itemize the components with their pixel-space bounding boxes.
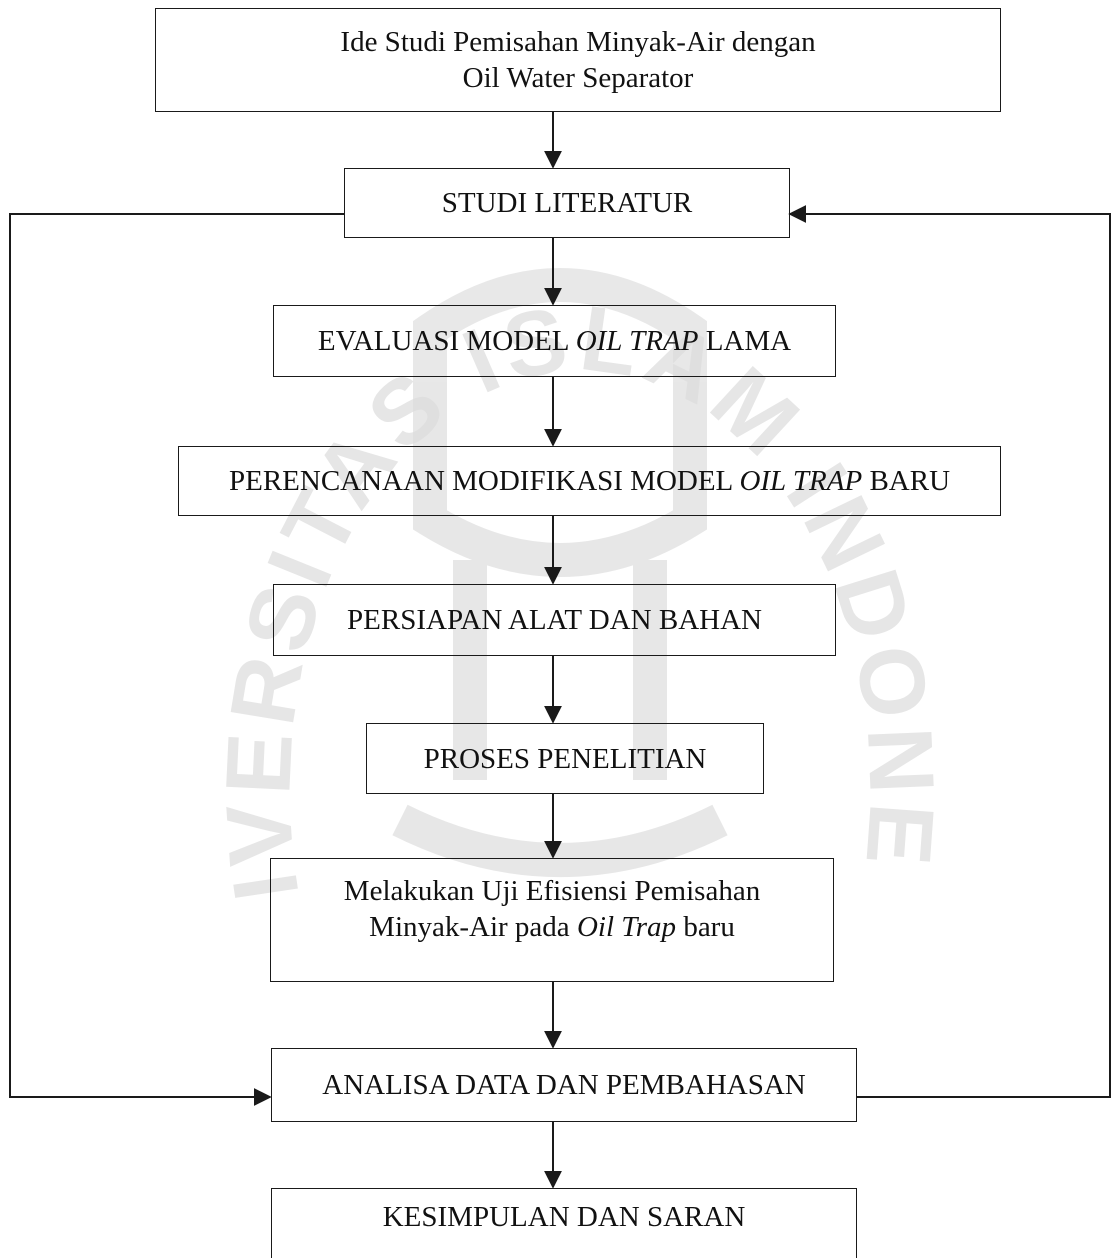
node-evaluasi-model-text: EVALUASI MODEL OIL TRAP LAMA [318, 323, 791, 359]
text-run: PERENCANAAN MODIFIKASI MODEL [228, 465, 740, 497]
node-uji-line: Melakukan Uji Efisiensi Pemisahan [344, 873, 760, 909]
node-ide-line: Oil Water Separator [340, 60, 815, 96]
node-studi-literatur-text: STUDI LITERATUR [442, 185, 693, 221]
text-run: EVALUASI MODEL [317, 325, 576, 357]
italic-term: OIL TRAP [575, 325, 699, 357]
text-run: LAMA [698, 325, 792, 357]
text-run: Melakukan Uji Efisiensi Pemisahan [343, 875, 761, 907]
node-perencanaan-modifikasi: PERENCANAAN MODIFIKASI MODEL OIL TRAP BA… [178, 446, 1001, 516]
node-uji-line: Minyak-Air pada Oil Trap baru [344, 909, 760, 945]
text-run: BARU [862, 465, 951, 497]
text-run: ANALISA DATA DAN PEMBAHASAN [322, 1069, 806, 1101]
node-perencanaan-modifikasi-text: PERENCANAAN MODIFIKASI MODEL OIL TRAP BA… [229, 463, 950, 499]
text-run: STUDI LITERATUR [441, 187, 693, 219]
node-perencanaan-line: PERENCANAAN MODIFIKASI MODEL OIL TRAP BA… [229, 463, 950, 499]
node-proses-line: PROSES PENELITIAN [424, 741, 707, 777]
node-evaluasi-line: EVALUASI MODEL OIL TRAP LAMA [318, 323, 791, 359]
node-analisa-line: ANALISA DATA DAN PEMBAHASAN [322, 1067, 805, 1103]
node-kesimpulan-saran: KESIMPULAN DAN SARAN [271, 1188, 857, 1258]
text-run: PROSES PENELITIAN [423, 742, 707, 775]
node-ide-line: Ide Studi Pemisahan Minyak-Air dengan [340, 24, 815, 60]
text-run: PERSIAPAN ALAT DAN BAHAN [347, 604, 762, 636]
node-persiapan-line: PERSIAPAN ALAT DAN BAHAN [347, 602, 762, 638]
node-persiapan-alat-text: PERSIAPAN ALAT DAN BAHAN [347, 602, 762, 638]
node-analisa-data-text: ANALISA DATA DAN PEMBAHASAN [322, 1067, 805, 1103]
node-kesimpulan-line: KESIMPULAN DAN SARAN [383, 1199, 746, 1235]
node-proses-penelitian-text: PROSES PENELITIAN [424, 741, 707, 777]
node-studi-literatur: STUDI LITERATUR [344, 168, 790, 238]
text-run: baru [676, 911, 735, 943]
text-run: KESIMPULAN DAN SARAN [382, 1201, 746, 1233]
node-proses-penelitian: PROSES PENELITIAN [366, 723, 764, 794]
node-persiapan-alat: PERSIAPAN ALAT DAN BAHAN [273, 584, 836, 656]
italic-term: Oil Trap [576, 911, 677, 943]
node-analisa-data: ANALISA DATA DAN PEMBAHASAN [271, 1048, 857, 1122]
italic-term: OIL TRAP [739, 465, 863, 497]
node-evaluasi-model: EVALUASI MODEL OIL TRAP LAMA [273, 305, 836, 377]
text-run: Oil Water Separator [462, 62, 694, 94]
node-studi-line: STUDI LITERATUR [442, 185, 693, 221]
loop-analisa-to-studi-right [788, 205, 1111, 1098]
text-run: Ide Studi Pemisahan Minyak-Air dengan [340, 26, 816, 58]
text-run: Minyak-Air pada [369, 911, 577, 943]
node-kesimpulan-saran-text: KESIMPULAN DAN SARAN [383, 1199, 746, 1235]
